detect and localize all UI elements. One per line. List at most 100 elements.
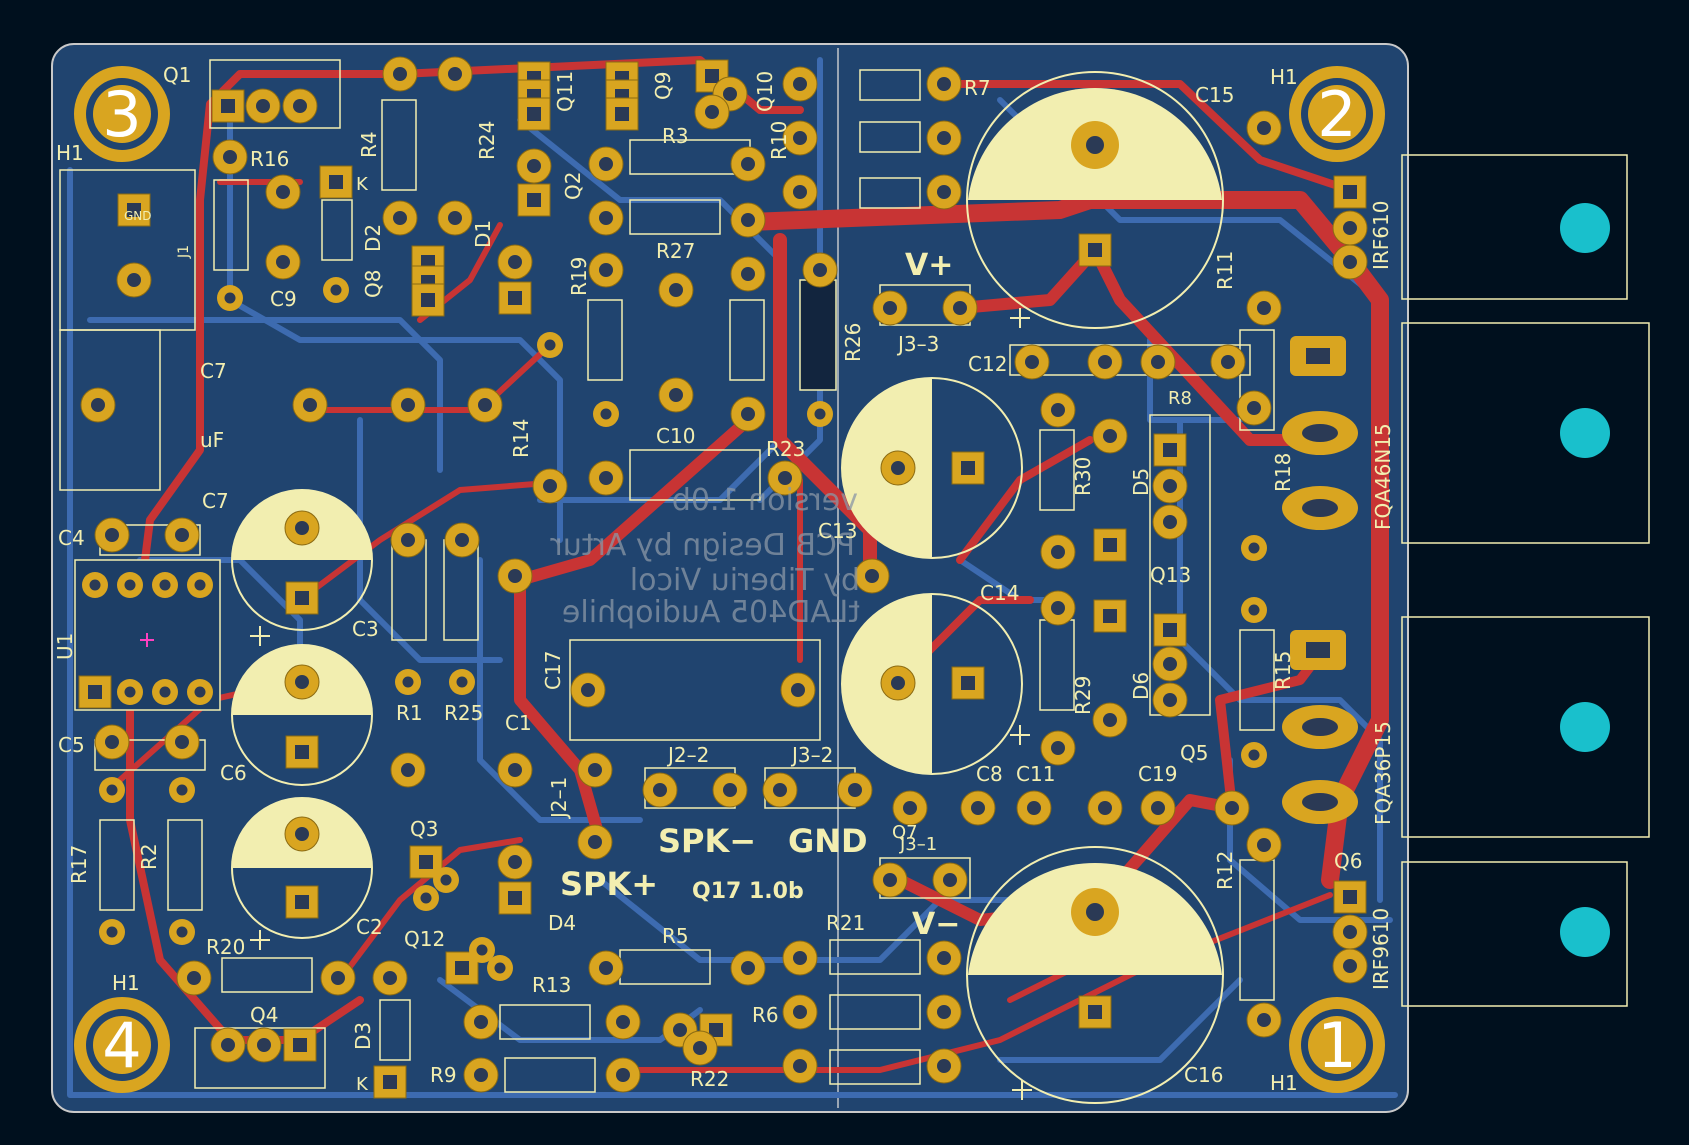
ref-label: R20: [206, 935, 245, 959]
ref-label: R22: [690, 1067, 729, 1091]
ref-label: R13: [532, 973, 571, 997]
pad-oval-fqa36-2: [1282, 705, 1358, 749]
ref-label: C12: [968, 352, 1007, 376]
ref-label: Q7: [892, 822, 918, 843]
ref-label: C10: [656, 424, 695, 448]
ref-label: C6: [220, 761, 247, 785]
mounting-hole-3-label: 3: [102, 78, 141, 151]
ref-label: R5: [662, 924, 689, 948]
ref-label: J3–2: [790, 743, 833, 767]
mounting-hole-2[interactable]: 2: [1289, 66, 1385, 162]
ref-label: Q2: [561, 172, 585, 200]
ref-label: R21: [826, 911, 865, 935]
part-label-q6: IRF9610: [1369, 908, 1393, 990]
board-version-label: Q17 1.0b: [692, 879, 804, 904]
ref-label: D3: [351, 1022, 375, 1050]
net-label-gnd: GND: [788, 822, 868, 860]
ref-label: GND: [124, 209, 152, 223]
mounting-hole-4-label: 4: [102, 1009, 141, 1082]
ref-label: K: [356, 1074, 369, 1095]
heatsink-outlines: [1401, 154, 1650, 1007]
ref-label: R8: [1168, 388, 1192, 409]
net-labels: V+ V− SPK− GND SPK+ Q17 1.0b: [560, 248, 960, 942]
polarity-marks: [140, 308, 1032, 1100]
ref-label: R2: [137, 843, 161, 870]
ref-label: C19: [1138, 762, 1177, 786]
ref-label: D5: [1129, 468, 1153, 496]
ref-label: C7: [200, 359, 227, 383]
back-silk-line: PCB Design by Artur: [550, 528, 855, 563]
ref-label: Q6: [1334, 849, 1362, 873]
ref-label: C16: [1184, 1063, 1223, 1087]
marker-dot: [1560, 408, 1610, 458]
ref-label: R27: [656, 239, 695, 263]
ref-label: K: [356, 174, 369, 195]
ref-label: C17: [541, 651, 565, 690]
pad-oval-fqa46-3: [1282, 486, 1358, 530]
ref-label: C8: [976, 762, 1003, 786]
marker-dot: [1560, 203, 1610, 253]
ref-label: C3: [352, 617, 379, 641]
ref-label: R6: [752, 1003, 779, 1027]
ref-label: H1: [112, 971, 140, 995]
ref-label: C5: [58, 733, 85, 757]
marker-dot: [1560, 702, 1610, 752]
ref-label: Q12: [404, 927, 445, 951]
back-silk-line: tLAD405 Audiophile: [562, 595, 860, 630]
ref-label: R1: [396, 701, 423, 725]
ref-label: H1: [56, 141, 84, 165]
pad-oval-fqa46-1: [1290, 336, 1346, 376]
marker-dot: [1560, 907, 1610, 957]
ref-label: C14: [980, 581, 1019, 605]
mounting-holes: 3 2 4 1: [74, 66, 1385, 1093]
pad-oval-fqa36-1: [1290, 630, 1346, 670]
ref-label: D2: [361, 224, 385, 252]
ref-label: Q8: [361, 270, 385, 298]
ref-label: R4: [357, 131, 381, 158]
ref-label: R30: [1071, 457, 1095, 496]
ref-label: Q1: [163, 63, 191, 87]
net-label-spk-plus: SPK+: [560, 865, 658, 903]
pad-oval-fqa46-2: [1282, 411, 1358, 455]
mounting-hole-3[interactable]: 3: [74, 66, 170, 162]
part-label-q18: FQA46N15: [1371, 423, 1395, 530]
ref-label: R14: [509, 419, 533, 458]
ref-label: J2–2: [666, 743, 709, 767]
mounting-hole-1-label: 1: [1317, 1009, 1356, 1082]
ref-label: R16: [250, 147, 289, 171]
ref-label: C9: [270, 287, 297, 311]
net-label-spk-minus: SPK−: [658, 822, 756, 860]
net-label-v-plus: V+: [905, 248, 953, 283]
ref-label: Q9: [651, 72, 675, 100]
board-outline: [51, 43, 1409, 1113]
ref-label: R3: [662, 124, 689, 148]
ref-label: U1: [53, 633, 77, 660]
ref-label: D1: [471, 220, 495, 248]
back-silk-line: by Tiberiu Vicol: [630, 563, 860, 598]
ref-label: C4: [58, 526, 85, 550]
back-silk-line: version 1.0b: [672, 483, 858, 518]
pads: [78, 56, 1368, 1099]
ref-label: R15: [1271, 651, 1295, 690]
pad-oval-fqa36-3: [1282, 780, 1358, 824]
ref-label: R29: [1071, 676, 1095, 715]
part-label-q16: IRF610: [1369, 201, 1393, 270]
ref-label: Q4: [250, 1003, 278, 1027]
ref-label: C1: [505, 711, 532, 735]
ref-label: R23: [766, 437, 805, 461]
ref-label: J2–1: [547, 777, 571, 820]
net-label-v-minus: V−: [912, 907, 960, 942]
ref-label: uF: [200, 428, 224, 452]
ref-label: R17: [67, 845, 91, 884]
ref-label: C2: [356, 915, 383, 939]
mounting-hole-2-label: 2: [1317, 78, 1356, 151]
ref-label: C13: [818, 519, 857, 543]
ref-label: Q3: [410, 817, 438, 841]
mounting-hole-1[interactable]: 1: [1289, 997, 1385, 1093]
ref-label: D6: [1129, 672, 1153, 700]
mounting-hole-4[interactable]: 4: [74, 997, 170, 1093]
ref-label: J3–1: [899, 834, 937, 855]
ref-label: R24: [475, 121, 499, 160]
marker-dots: [1560, 203, 1610, 957]
ref-label: C11: [1016, 762, 1055, 786]
